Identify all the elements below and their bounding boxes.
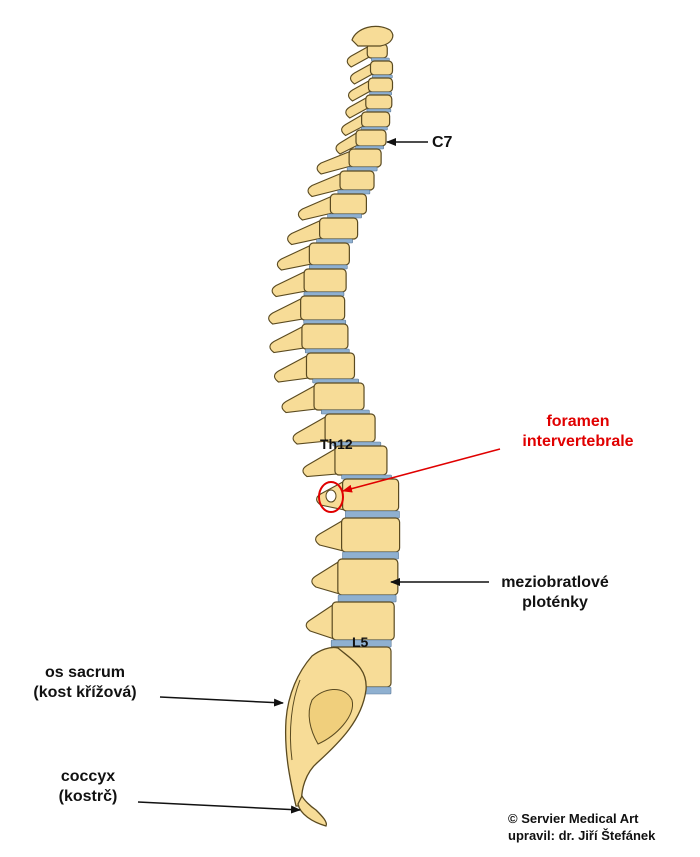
sacrum-ridge [289,679,301,761]
spinous-process [346,45,370,68]
disc-label-line2: ploténky [522,594,588,611]
sacrum-surface [308,689,353,745]
vertebral-body [308,242,350,266]
foramen-arrow [342,448,501,493]
spinous-process [297,195,333,221]
spinous-process [349,62,374,85]
foramen-highlight-circle [318,481,344,513]
vertebral-body [319,217,359,240]
coccyx-arrow [137,801,301,814]
credit-line2: upravil: dr. Jiří Štefánek [508,828,656,843]
spinous-process [307,172,343,198]
spinous-process [287,219,323,246]
vertebral-body [303,268,347,293]
spinous-process [305,602,335,640]
vertebral-body [301,323,349,350]
vertebral-body [339,170,375,191]
coccyx-label-line2: (kostrč) [58,788,118,805]
sacrum-label-line2: (kost křížová) [33,684,137,701]
c7-label: C7 [432,134,453,151]
foramen-label-line2: intervertebrale [522,433,634,450]
foramen-label: foramen intervertebrale [508,412,648,452]
credit-line1: © Servier Medical Art [508,811,639,826]
sacrum-label-line1: os sacrum [44,664,126,681]
spinous-process [268,297,304,325]
vertebral-body [369,60,394,76]
coccyx-label: coccyx (kostrč) [40,767,136,807]
intervertebral-disc [345,510,400,519]
l5-label: L5 [352,634,369,650]
spinous-process [316,150,352,175]
th12-label: Th12 [320,436,353,452]
spinous-process [292,415,328,445]
foramen-label-line1: foramen [546,413,610,430]
coccyx-label-line1: coccyx [60,768,116,785]
vertebral-body [337,558,399,596]
spinous-process [273,354,310,383]
spinous-process [341,113,365,137]
vertebral-body [365,94,393,110]
spinous-process [311,560,341,595]
spinous-process [345,96,369,119]
spinous-process [347,79,372,102]
sacrum-label: os sacrum (kost křížová) [12,663,158,703]
vertebral-body [329,193,367,215]
vertebral-body [341,517,401,553]
credit: © Servier Medical Art upravil: dr. Jiří … [508,810,655,844]
spinous-process [281,384,317,414]
coccyx-bone [297,794,328,827]
disc-label-line1: meziobratlové [501,574,609,591]
vertebral-body [361,111,391,128]
vertebral-bodies [300,25,401,695]
sacrum-arrow [159,696,284,707]
spinous-process [335,131,359,155]
spinous-process [271,270,307,298]
spinous-process [302,447,338,478]
vertebral-body [348,148,382,168]
vertebral-body [367,77,394,93]
vertebral-body [305,352,356,380]
disc-label: meziobratlové ploténky [492,573,618,613]
spinous-process [315,519,345,552]
vertebral-body [313,382,365,411]
spinous-process [269,325,305,354]
intervertebral-disc [337,594,397,603]
atlas-vertebra [351,25,394,47]
spinous-process [276,244,312,271]
vertebral-body [355,129,387,147]
foramen-opening [325,489,337,503]
intervertebral-disc [342,551,399,560]
vertebral-body [300,295,346,321]
